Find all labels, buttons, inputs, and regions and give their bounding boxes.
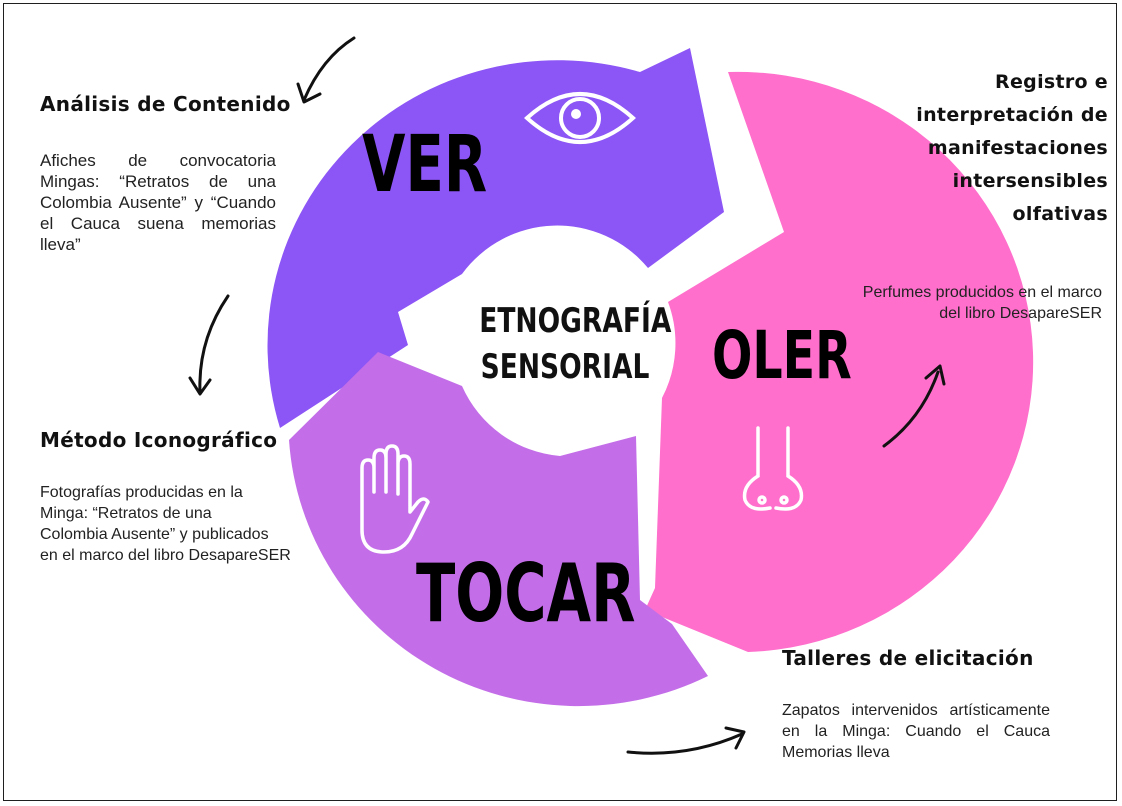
analisis-title: Análisis de Contenido bbox=[40, 92, 291, 116]
registro-title: Registro e interpretación de manifestaci… bbox=[868, 66, 1108, 231]
arrow-top bbox=[296, 36, 356, 104]
registro-line: del libro DesapareSER bbox=[939, 305, 1102, 322]
metodo-line: Fotografías producidas en la bbox=[40, 484, 243, 501]
metodo-line: Colombia Ausente” y publicados bbox=[40, 526, 269, 543]
registro-title-line: intersensibles bbox=[952, 170, 1108, 192]
tocar-label: TOCAR bbox=[416, 547, 636, 640]
registro-title-line: interpretación de bbox=[916, 104, 1108, 126]
talleres-title: Talleres de elicitación bbox=[782, 646, 1034, 670]
registro-title-line: olfativas bbox=[1012, 203, 1108, 225]
analisis-line: Mingas: “Retratos de una bbox=[40, 172, 276, 191]
page-frame bbox=[3, 3, 1117, 801]
center-label-line2: SENSORIAL bbox=[480, 347, 650, 387]
registro-title-line: manifestaciones bbox=[927, 137, 1108, 159]
arrow-left bbox=[188, 294, 230, 396]
talleres-line: en la Minga: Cuando el Cauca bbox=[782, 723, 1050, 740]
nose-icon bbox=[742, 426, 804, 511]
registro-text: Perfumes producidos en el marco del libr… bbox=[842, 282, 1102, 324]
center-label: ETNOGRAFÍA SENSORIAL bbox=[479, 298, 672, 390]
registro-line: Perfumes producidos en el marco bbox=[862, 284, 1102, 301]
metodo-line: Minga: “Retratos de una bbox=[40, 505, 212, 522]
analisis-line: Colombia Ausente” y “Cuando bbox=[40, 193, 276, 212]
metodo-line: en el marco del libro DesapareSER bbox=[40, 547, 291, 564]
tocar-segment bbox=[289, 352, 708, 707]
analisis-line: el Cauca suena memorias lleva” bbox=[40, 214, 276, 254]
analisis-line: Afiches de convocatoria bbox=[40, 151, 276, 170]
analisis-text: Afiches de convocatoria Mingas: “Retrato… bbox=[40, 150, 276, 255]
talleres-text: Zapatos intervenidos artísticamente en l… bbox=[782, 700, 1050, 763]
eye-icon bbox=[524, 92, 636, 144]
ver-label: VER bbox=[362, 120, 488, 210]
registro-title-line: Registro e bbox=[995, 71, 1108, 93]
metodo-title: Método Iconográfico bbox=[40, 428, 278, 452]
center-label-line1: ETNOGRAFÍA bbox=[479, 301, 672, 341]
hand-icon bbox=[360, 444, 430, 554]
talleres-line: Memorias lleva bbox=[782, 744, 890, 761]
arrow-bottom bbox=[626, 726, 746, 755]
metodo-text: Fotografías producidas en la Minga: “Ret… bbox=[40, 482, 320, 566]
oler-segment bbox=[645, 71, 1034, 652]
arrow-right bbox=[882, 364, 946, 448]
oler-label: OLER bbox=[712, 317, 852, 394]
talleres-line: Zapatos intervenidos artísticamente bbox=[782, 702, 1050, 719]
ver-segment bbox=[267, 48, 724, 428]
